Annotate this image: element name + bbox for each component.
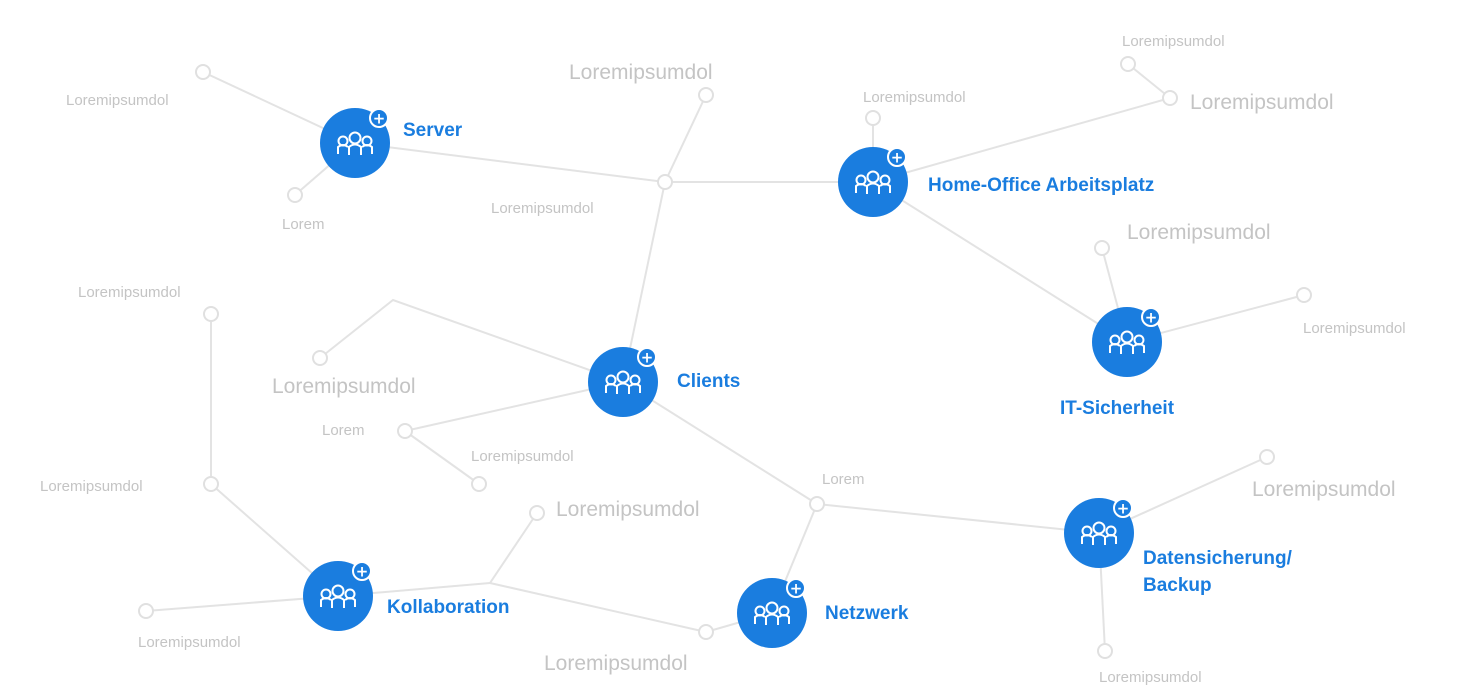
- hub-label-home-office: Home-Office Arbeitsplatz: [928, 175, 1154, 196]
- edge-junction-top: [489, 512, 538, 584]
- add-badge-symbol: +: [1117, 500, 1130, 518]
- hub-label-kollaboration: Kollaboration: [387, 597, 509, 618]
- add-badge-symbol: +: [373, 110, 386, 128]
- junction-dot: [1094, 240, 1110, 256]
- people-group-icon: [855, 170, 891, 194]
- junction-dot: [203, 306, 219, 322]
- add-badge-icon[interactable]: [352, 561, 372, 581]
- hub-label-backup: Backup: [1143, 575, 1212, 596]
- add-badge-icon[interactable]: [786, 578, 806, 598]
- junction-dot: [195, 64, 211, 80]
- hub-label-datensicherung: Datensicherung/: [1143, 548, 1293, 569]
- people-group-icon: [337, 131, 373, 155]
- edge-clients-netzwerkjn: [622, 381, 818, 505]
- leaf-label: Loremipsumdol: [272, 375, 416, 398]
- leaf-label: Loremipsumdol: [40, 478, 143, 495]
- add-badge-icon[interactable]: [1113, 498, 1133, 518]
- leaf-label: Loremipsumdol: [1099, 669, 1202, 686]
- leaf-label: Loremipsumdol: [1127, 221, 1271, 244]
- hub-server[interactable]: + Server: [320, 108, 463, 178]
- leaf-label: Loremipsumdol: [1303, 320, 1406, 337]
- junction-dot: [698, 87, 714, 103]
- leaf-label: Loremipsumdol: [1122, 33, 1225, 50]
- edge-lorem-lower: [404, 430, 480, 485]
- junction-dot: [138, 603, 154, 619]
- add-badge-symbol: +: [790, 580, 803, 598]
- hub-label-netzwerk: Netzwerk: [825, 603, 909, 624]
- leaf-label: Lorem: [282, 216, 325, 233]
- edge-homeoffice-itsicherheit: [872, 181, 1128, 343]
- leaf-label: Loremipsumdol: [544, 652, 688, 675]
- leaf-label: Lorem: [822, 471, 865, 488]
- hub-clients[interactable]: + Clients: [588, 347, 740, 417]
- junction-dot: [1296, 287, 1312, 303]
- hub-kollaboration[interactable]: + Kollaboration: [303, 561, 509, 631]
- people-group-icon: [605, 370, 641, 394]
- add-badge-icon[interactable]: [637, 347, 657, 367]
- leaf-label: Loremipsumdol: [863, 89, 966, 106]
- leaf-label: Loremipsumdol: [78, 284, 181, 301]
- junction-dot: [865, 110, 881, 126]
- junction-dot: [1162, 90, 1178, 106]
- add-badge-symbol: +: [356, 563, 369, 581]
- leaf-labels: Loremipsumdol Lorem Loremipsumdol Loremi…: [40, 33, 1406, 686]
- add-badge-symbol: +: [891, 149, 904, 167]
- leaf-label: Loremipsumdol: [491, 200, 594, 217]
- junction-dot: [1120, 56, 1136, 72]
- hub-home-office[interactable]: + Home-Office Arbeitsplatz: [838, 147, 1154, 217]
- junction-dot: [471, 476, 487, 492]
- add-badge-icon[interactable]: [369, 108, 389, 128]
- add-badge-symbol: +: [1145, 309, 1158, 327]
- junction-dot: [657, 174, 673, 190]
- hub-it-sicherheit[interactable]: + IT-Sicherheit: [1060, 307, 1175, 419]
- junction-dot: [1097, 643, 1113, 659]
- leaf-label: Lorem: [322, 422, 365, 439]
- hub-label-clients: Clients: [677, 371, 740, 392]
- add-badge-icon[interactable]: [887, 147, 907, 167]
- people-group-icon: [1109, 330, 1145, 354]
- hub-datensicherung[interactable]: + Datensicherung/ Backup: [1064, 498, 1293, 596]
- edge-junction-bottom: [489, 582, 707, 633]
- add-badge-icon[interactable]: [1141, 307, 1161, 327]
- leaf-label: Loremipsumdol: [569, 61, 713, 84]
- junction-dot: [312, 350, 328, 366]
- junction-dot: [1259, 449, 1275, 465]
- edge-netzwerkjn-datensicherung: [816, 503, 1100, 534]
- edge-center-top: [664, 94, 707, 183]
- hub-label-it-sicherheit: IT-Sicherheit: [1060, 398, 1175, 419]
- junction-dot: [203, 476, 219, 492]
- junction-dot: [698, 624, 714, 640]
- leaf-label: Loremipsumdol: [66, 92, 169, 109]
- hub-netzwerk[interactable]: + Netzwerk: [737, 578, 909, 648]
- leaf-label: Loremipsumdol: [556, 498, 700, 521]
- people-group-icon: [320, 584, 356, 608]
- edge-clients-lorem: [404, 381, 624, 432]
- junction-dot: [397, 423, 413, 439]
- add-badge-symbol: +: [641, 349, 654, 367]
- people-group-icon: [754, 601, 790, 625]
- hub-label-server: Server: [403, 120, 463, 141]
- leaf-label: Loremipsumdol: [471, 448, 574, 465]
- leaf-label: Loremipsumdol: [1252, 478, 1396, 501]
- edge-server-center: [354, 142, 666, 183]
- leaf-label: Loremipsumdol: [1190, 91, 1334, 114]
- edge-clients-leaf-left: [319, 298, 624, 383]
- people-group-icon: [1081, 521, 1117, 545]
- leaf-label: Loremipsumdol: [138, 634, 241, 651]
- edge-homeoffice-topright: [872, 97, 1171, 183]
- junction-dots: [138, 56, 1312, 659]
- junction-dot: [809, 496, 825, 512]
- junction-dot: [287, 187, 303, 203]
- edge-topright-small: [1127, 63, 1171, 99]
- junction-dot: [529, 505, 545, 521]
